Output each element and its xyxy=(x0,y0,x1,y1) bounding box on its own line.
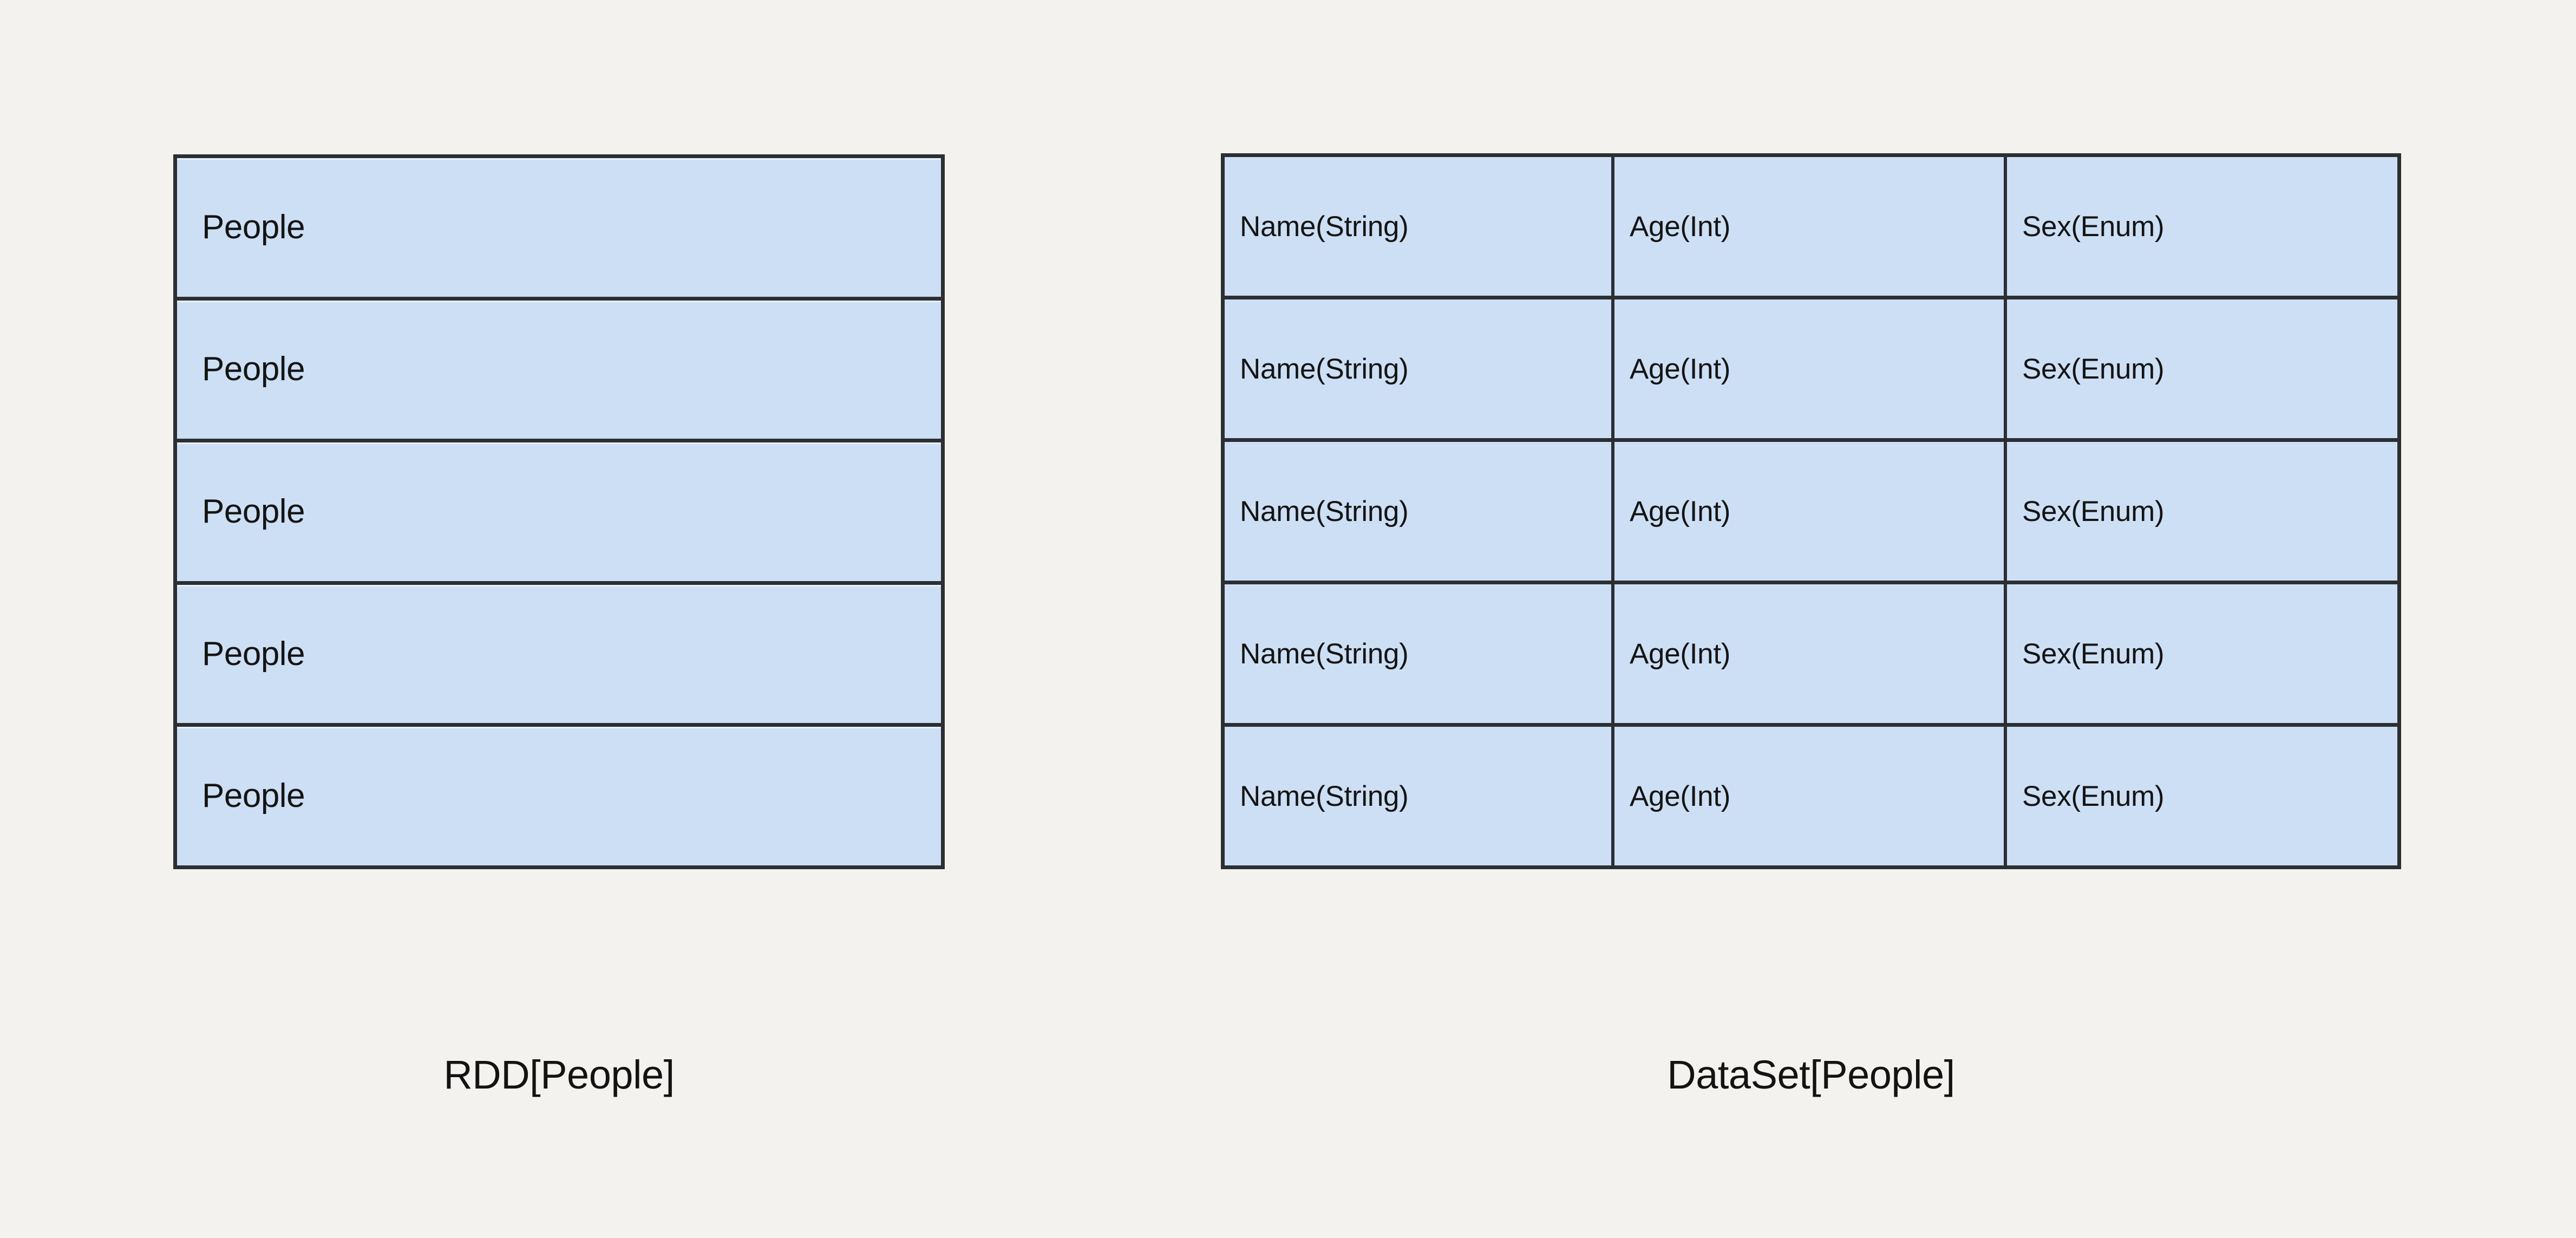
rdd-row-label: People xyxy=(202,350,305,388)
rdd-row: People xyxy=(177,727,941,865)
table-cell-sex: Sex(Enum) xyxy=(2007,584,2397,723)
table-cell-sex: Sex(Enum) xyxy=(2007,442,2397,581)
rdd-caption: RDD[People] xyxy=(443,1052,675,1097)
rdd-row: People xyxy=(177,158,941,301)
table-cell-name: Name(String) xyxy=(1225,157,1614,296)
table-cell-name: Name(String) xyxy=(1225,299,1614,438)
rdd-row-label: People xyxy=(202,635,305,673)
rdd-row-label: People xyxy=(202,208,305,246)
rdd-row-label: People xyxy=(202,777,305,815)
rdd-row: People xyxy=(177,584,941,727)
table-cell-name: Name(String) xyxy=(1225,442,1614,581)
rdd-row: People xyxy=(177,442,941,585)
table-cell-sex: Sex(Enum) xyxy=(2007,157,2397,296)
table-row: Name(String) Age(Int) Sex(Enum) xyxy=(1225,157,2397,299)
table-row: Name(String) Age(Int) Sex(Enum) xyxy=(1225,727,2397,865)
table-cell-age: Age(Int) xyxy=(1614,299,2007,438)
rdd-row-label: People xyxy=(202,492,305,530)
dataset-table: Name(String) Age(Int) Sex(Enum) Name(Str… xyxy=(1221,153,2401,869)
table-cell-sex: Sex(Enum) xyxy=(2007,299,2397,438)
table-row: Name(String) Age(Int) Sex(Enum) xyxy=(1225,442,2397,584)
table-cell-age: Age(Int) xyxy=(1614,442,2007,581)
table-cell-name: Name(String) xyxy=(1225,584,1614,723)
dataset-caption: DataSet[People] xyxy=(1667,1052,1955,1097)
table-row: Name(String) Age(Int) Sex(Enum) xyxy=(1225,299,2397,442)
table-cell-name: Name(String) xyxy=(1225,727,1614,865)
table-cell-sex: Sex(Enum) xyxy=(2007,727,2397,865)
table-cell-age: Age(Int) xyxy=(1614,727,2007,865)
rdd-block: People People People People People xyxy=(173,154,945,869)
table-cell-age: Age(Int) xyxy=(1614,157,2007,296)
table-row: Name(String) Age(Int) Sex(Enum) xyxy=(1225,584,2397,727)
rdd-row: People xyxy=(177,300,941,443)
table-cell-age: Age(Int) xyxy=(1614,584,2007,723)
